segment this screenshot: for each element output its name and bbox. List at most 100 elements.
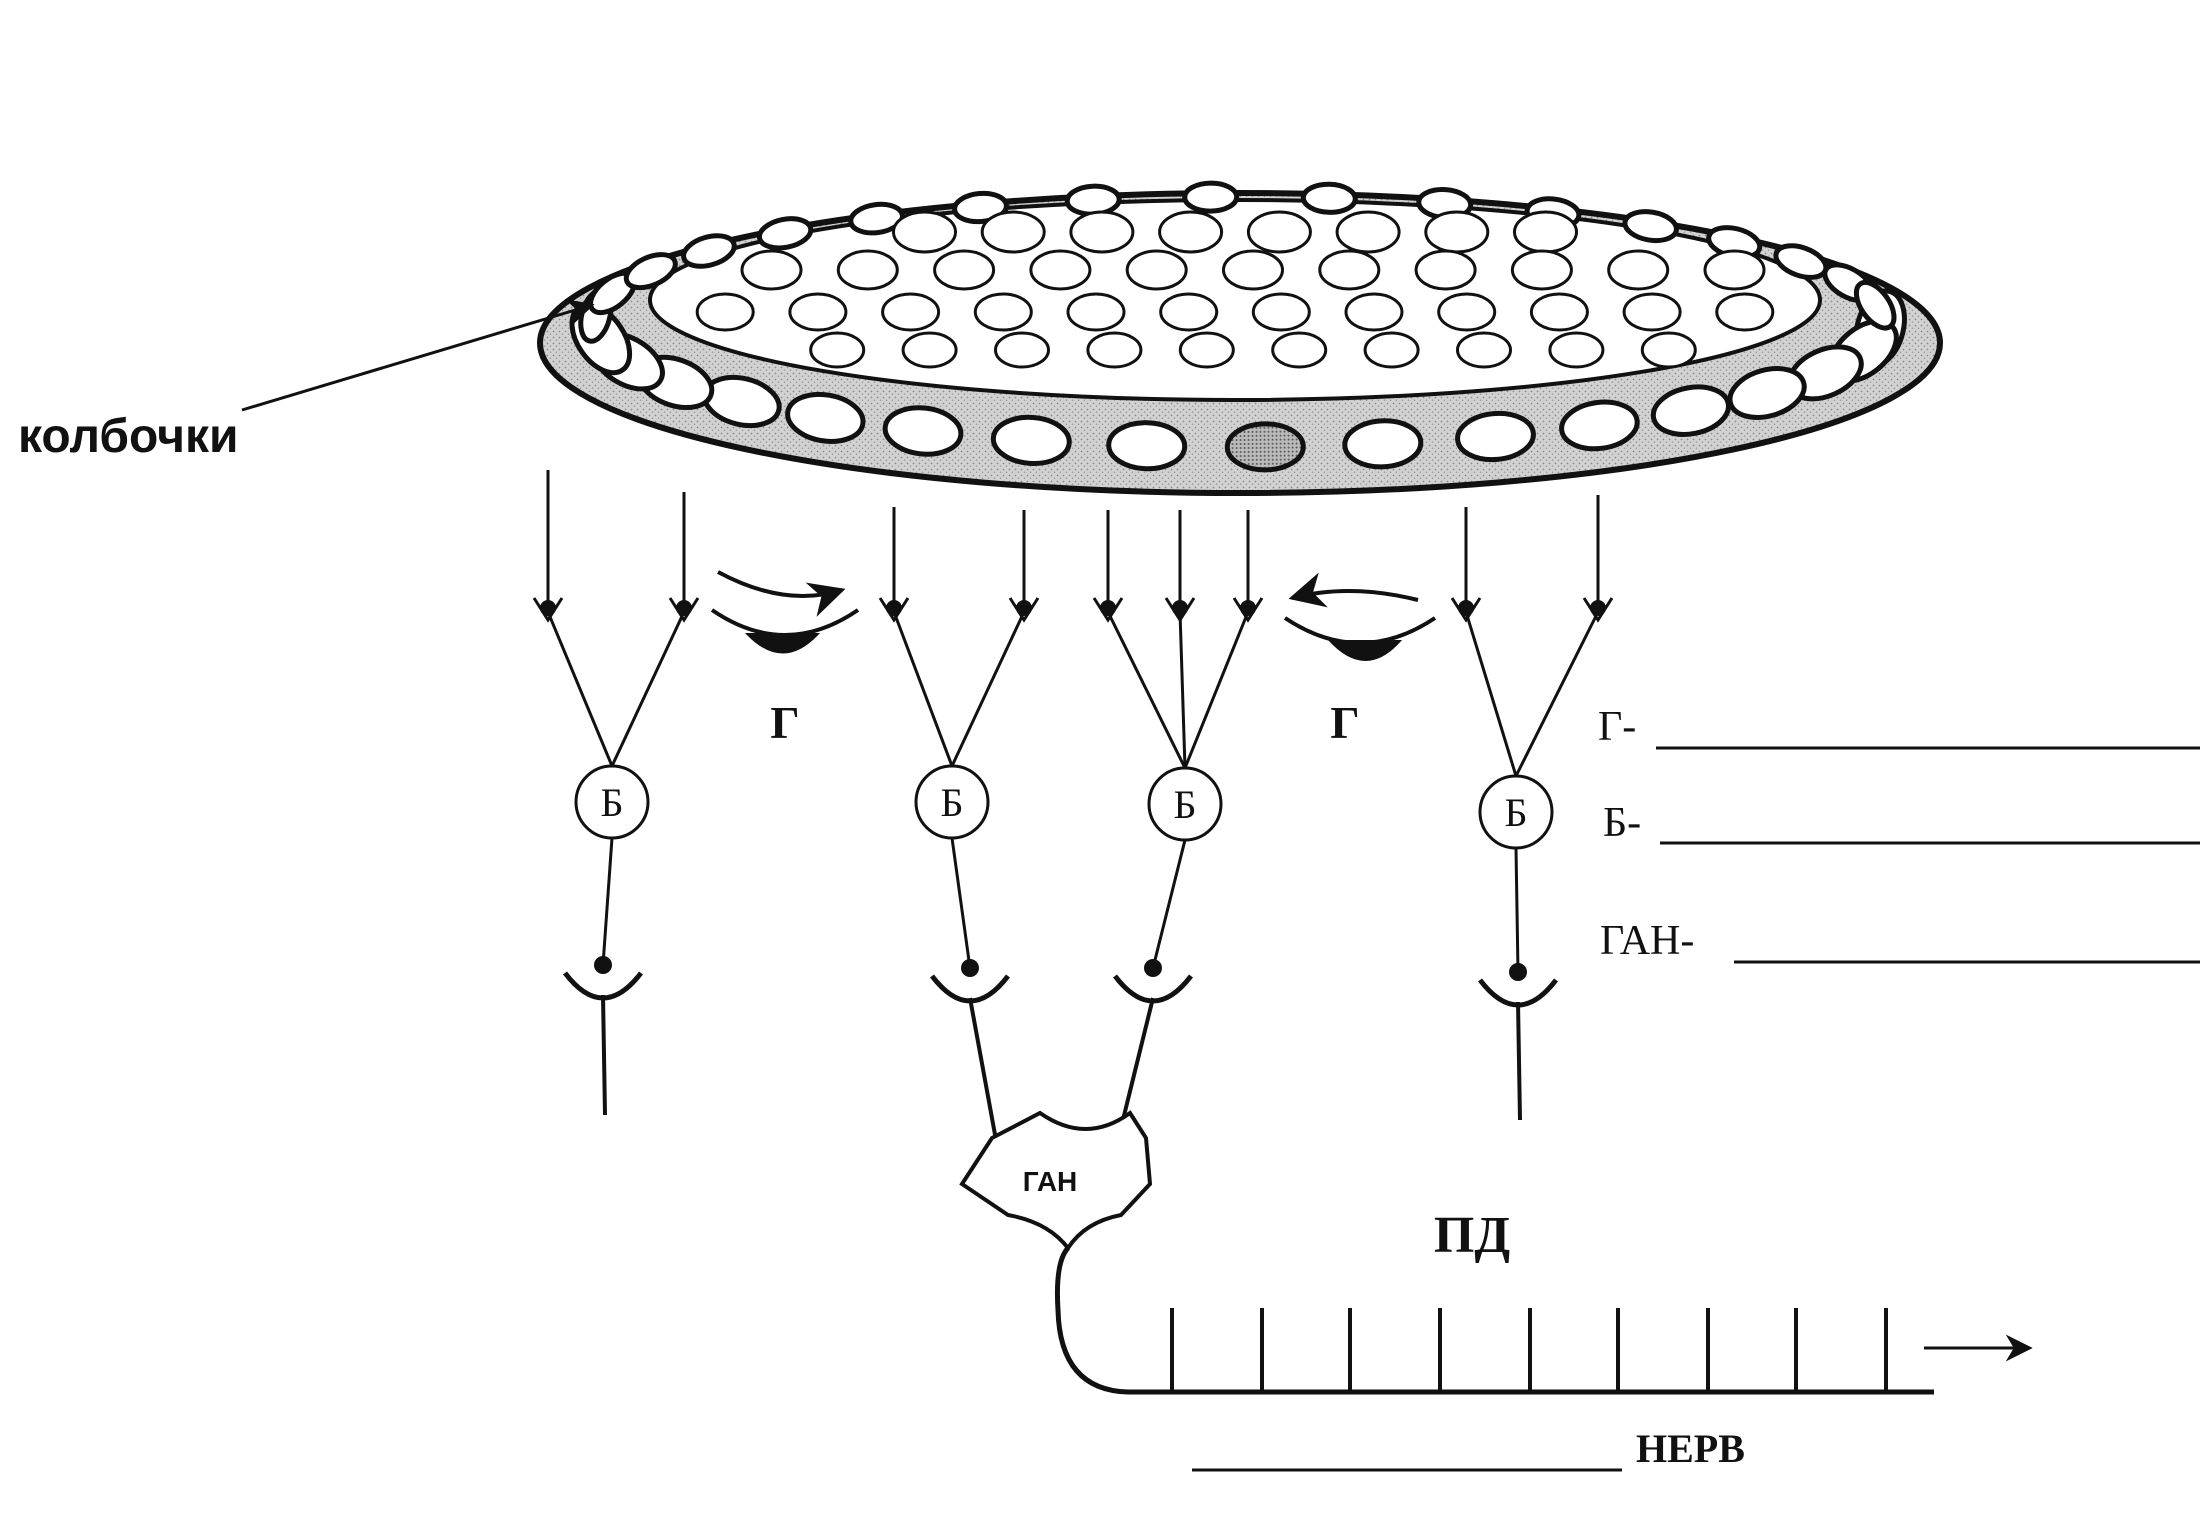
inner-receptor-cell: [836, 249, 899, 291]
bipolar-dendrite: [1106, 611, 1187, 769]
ring-receptor-cell: [1106, 420, 1188, 472]
horizontal-cell-left-arc-inner: [717, 570, 846, 617]
inner-receptor-cell: [1363, 331, 1420, 369]
inner-receptor-cell: [788, 292, 848, 332]
ring-receptor-cell: [785, 391, 866, 444]
synaptic-cup: [1478, 978, 1558, 1008]
inner-receptor-cell: [1086, 331, 1143, 369]
axon-terminal: [1008, 597, 1040, 623]
ganglion-axon: [1054, 1246, 1934, 1395]
inner-receptor-cell: [881, 292, 941, 332]
ring-receptor-cell: [1300, 181, 1358, 215]
ring-receptor-cell: [756, 216, 814, 251]
inner-receptor-cell: [933, 249, 996, 291]
ring-receptor-cell: [1559, 399, 1640, 452]
bipolar-dendrite: [1514, 611, 1600, 777]
inner-receptor-cell: [1318, 249, 1381, 291]
ring-receptor-cell: [952, 190, 1009, 225]
synapse-dot: [1016, 600, 1032, 616]
bipolar-cell-label: Б: [941, 780, 964, 825]
downstream-axon: [1516, 1001, 1522, 1121]
inner-receptor-cell: [1456, 331, 1512, 369]
bipolar-cell-label: Б: [601, 780, 624, 825]
ganglion-cell-body: [959, 1110, 1153, 1252]
bipolar-cell: Б: [546, 611, 686, 1116]
inner-receptor-cell: [1159, 292, 1219, 332]
bipolar-dendrite: [1183, 611, 1250, 769]
horizontal-cell-left-body: [745, 633, 820, 654]
bipolar-dendrite: [610, 611, 686, 767]
ring-receptor-cell: [1455, 410, 1536, 463]
bipolar-dendrite: [892, 611, 954, 767]
bipolar-axon: [601, 837, 614, 966]
axon-terminal: [878, 597, 910, 623]
axon-terminal: [532, 597, 564, 623]
inner-receptor-cell: [1622, 292, 1682, 332]
horizontal-label-left: Г: [770, 697, 799, 748]
bipolar-cell: Б: [892, 611, 1026, 1141]
synapse-dot: [1100, 600, 1116, 616]
inner-receptor-cell: [809, 331, 866, 369]
inner-receptor-cell: [1510, 249, 1573, 291]
inner-receptor-cell: [980, 210, 1046, 254]
inner-receptor-cell: [1069, 210, 1135, 254]
bipolar-dendrite: [546, 611, 614, 767]
synaptic-cup: [563, 971, 643, 1001]
inner-receptor-cell: [1344, 292, 1404, 332]
synapse-dot: [1509, 963, 1527, 981]
ring-receptor-cell: [990, 414, 1072, 466]
axon-terminal: [1232, 597, 1264, 623]
inner-receptor-cell: [695, 292, 755, 332]
ring-receptor-cell: [623, 252, 678, 291]
inner-receptor-cell: [1158, 210, 1224, 254]
ganglion-cell: ГАН: [959, 1110, 1934, 1395]
bipolar-dendrite: [950, 611, 1026, 767]
axon-terminal: [1092, 597, 1124, 623]
bipolar-axon: [950, 837, 972, 969]
ring-receptor-cell: [1853, 279, 1897, 331]
receptor-cells-inner: [695, 210, 1775, 369]
inner-receptor-cell: [1640, 331, 1697, 369]
inner-receptor-cell: [1066, 292, 1126, 332]
ring-receptor-cell: [1182, 180, 1240, 214]
cones-label: колбочки: [18, 410, 239, 463]
ganglion-cell-label: ГАН: [1023, 1166, 1078, 1197]
inner-receptor-cell: [892, 210, 957, 254]
inner-receptor-cell: [1125, 249, 1188, 291]
inner-receptor-cell: [1029, 249, 1092, 291]
horizontal-cell-right: [1283, 572, 1437, 661]
ring-receptor-cell: [1224, 421, 1306, 473]
bipolar-cell-body: [1478, 774, 1554, 850]
bipolar-axon: [1514, 847, 1520, 973]
ring-receptor-cell: [882, 405, 964, 457]
legend-bipolar-label: Б-: [1603, 800, 1641, 846]
inner-receptor-cell: [973, 292, 1033, 332]
synapse-dot: [1590, 600, 1606, 616]
bipolar-cell-label: Б: [1505, 790, 1528, 835]
synaptic-cup: [1113, 974, 1193, 1004]
synapse-dot: [886, 600, 902, 616]
inner-receptor-cell: [1335, 210, 1401, 254]
inner-receptor-cell: [1246, 210, 1312, 254]
action-potential-label: ПД: [1434, 1207, 1510, 1264]
inner-receptor-cell: [1548, 331, 1605, 369]
inner-receptor-cell: [1437, 292, 1497, 332]
retina-disc: [537, 180, 1943, 496]
synapse-dot: [1144, 959, 1162, 977]
bipolar-axon: [1151, 839, 1187, 969]
photoreceptor-axons: [532, 470, 1614, 623]
action-potential-spikes: [1170, 1308, 1888, 1392]
downstream-axon: [601, 994, 607, 1116]
synapse-dot: [1240, 600, 1256, 616]
inner-receptor-cell: [1513, 210, 1578, 254]
synapse-dot: [1172, 600, 1188, 616]
bipolar-cell-body: [1147, 766, 1223, 842]
axon-terminal: [1450, 597, 1482, 623]
bipolar-dendrite: [1178, 611, 1187, 769]
synaptic-cup: [930, 974, 1010, 1004]
legend-horizontal-label: Г-: [1598, 704, 1636, 750]
synapse-dot: [961, 959, 979, 977]
cones-pointer-arrow: [241, 299, 595, 412]
